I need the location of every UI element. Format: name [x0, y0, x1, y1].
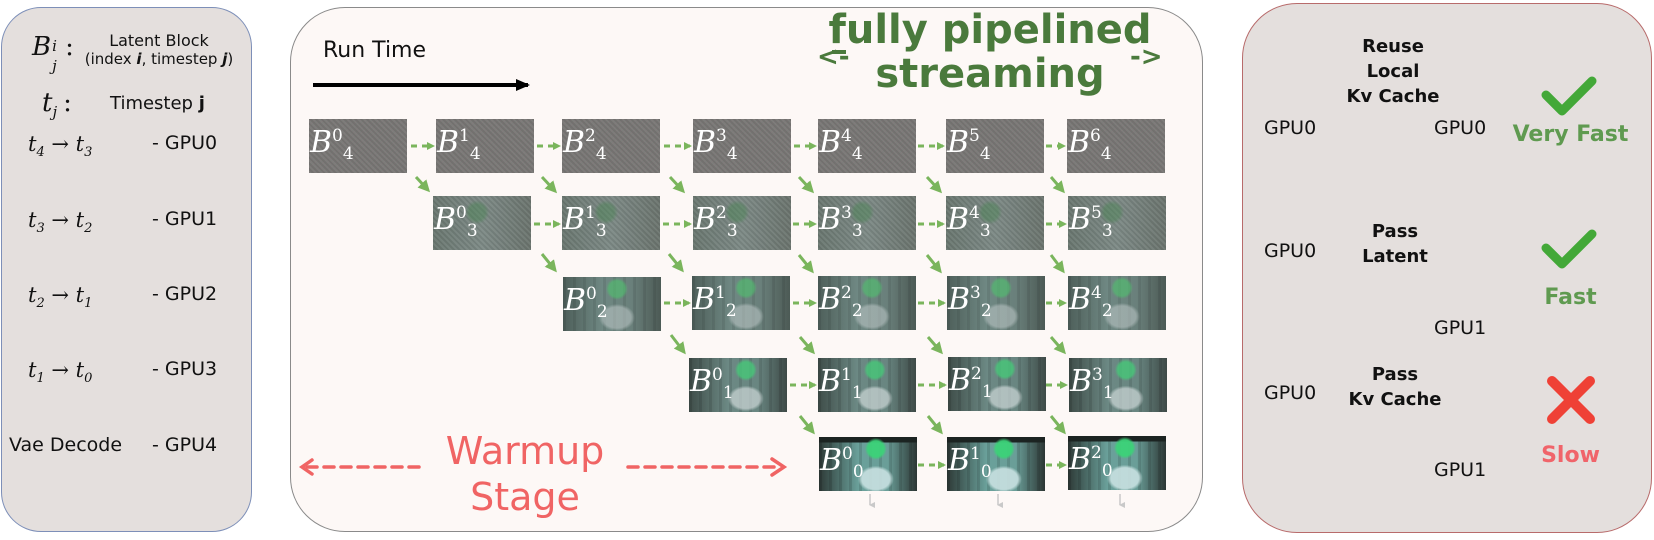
latent-block: B02 — [563, 277, 661, 331]
latent-block: B22 — [818, 276, 916, 330]
source-gpu: GPU0 — [1264, 240, 1317, 262]
gpu-label: - GPU2 — [152, 283, 218, 305]
decoded-block: B10 — [947, 437, 1045, 491]
target-gpu: GPU0 — [1434, 117, 1487, 139]
title-dash-left — [832, 50, 846, 54]
latent-block: B13 — [562, 196, 660, 250]
gpu-label: - GPU0 — [152, 132, 218, 154]
verdict-slow: Slow — [1541, 443, 1600, 468]
latent-block: B01 — [689, 358, 787, 412]
latent-block: B31 — [1069, 358, 1167, 412]
latent-block: B64 — [1067, 119, 1165, 173]
latent-block: B44 — [818, 119, 916, 173]
title-left-arrow: <- — [817, 42, 850, 72]
latent-block: B34 — [693, 119, 791, 173]
run-time-label: Run Time — [323, 38, 427, 63]
latent-block: B23 — [693, 196, 791, 250]
warmup-stage-label: Warmup Stage — [430, 428, 620, 520]
decoded-block: B20 — [1068, 436, 1166, 490]
vae-decode-label: Vae Decode — [9, 434, 123, 456]
latent-block: B21 — [948, 357, 1046, 411]
timestep-transition: t3 → t2 — [28, 208, 93, 237]
timestep-description: Timestep j — [110, 93, 205, 114]
gpu-label: - GPU1 — [152, 208, 218, 230]
timestep-transition: t2 → t1 — [28, 283, 93, 312]
latent-block: B33 — [818, 196, 916, 250]
reuse-kv-label: Reuse Local Kv Cache — [1346, 36, 1440, 107]
target-gpu: GPU1 — [1434, 317, 1487, 339]
title-right-arrow: -> — [1130, 42, 1163, 72]
latent-block: B43 — [946, 196, 1044, 250]
pipeline-panel — [290, 7, 1203, 532]
latent-block: B12 — [692, 276, 790, 330]
pass-kv-cache-label: Pass Kv Cache — [1348, 364, 1442, 410]
pipeline-title-line1: fully pipelined — [828, 7, 1152, 53]
check-icon — [1541, 229, 1597, 269]
pipeline-title: fully pipelined streaming — [800, 8, 1180, 96]
source-gpu: GPU0 — [1264, 117, 1317, 139]
target-gpu: GPU1 — [1434, 459, 1487, 481]
timestep-transition: t1 → t0 — [28, 358, 93, 387]
pass-latent-label: Pass Latent — [1362, 221, 1428, 267]
pipeline-title-line2: streaming — [875, 51, 1105, 97]
latent-block: B42 — [1068, 276, 1166, 330]
latent-block: B54 — [946, 119, 1044, 173]
timestep-symbol: tj: — [42, 88, 72, 122]
warmup-line2: Stage — [470, 475, 580, 519]
latent-block: B53 — [1068, 196, 1166, 250]
latent-block: B32 — [947, 276, 1045, 330]
gpu-label: - GPU3 — [152, 358, 218, 380]
timestep-transition: t4 → t3 — [28, 132, 93, 161]
gpu-label: - GPU4 — [152, 434, 218, 456]
check-icon — [1541, 76, 1597, 116]
latent-block: B14 — [436, 119, 534, 173]
cross-icon — [1547, 376, 1595, 424]
block-description: Latent Block (index i, timestep j) — [84, 31, 234, 69]
latent-block: B11 — [818, 358, 916, 412]
verdict-very-fast: Very Fast — [1512, 122, 1629, 147]
verdict-fast: Fast — [1544, 285, 1597, 310]
horizontal-kv-arrows — [411, 142, 1068, 469]
warmup-line1: Warmup — [445, 429, 605, 473]
output-arrows — [869, 494, 1125, 508]
latent-block: B24 — [562, 119, 660, 173]
source-gpu: GPU0 — [1264, 382, 1317, 404]
decoded-block: B00 — [819, 437, 917, 491]
latent-block: B04 — [309, 119, 407, 173]
latent-block: B03 — [433, 196, 531, 250]
diagonal-latent-arrows — [414, 175, 1066, 435]
warmup-arrows — [298, 457, 788, 477]
